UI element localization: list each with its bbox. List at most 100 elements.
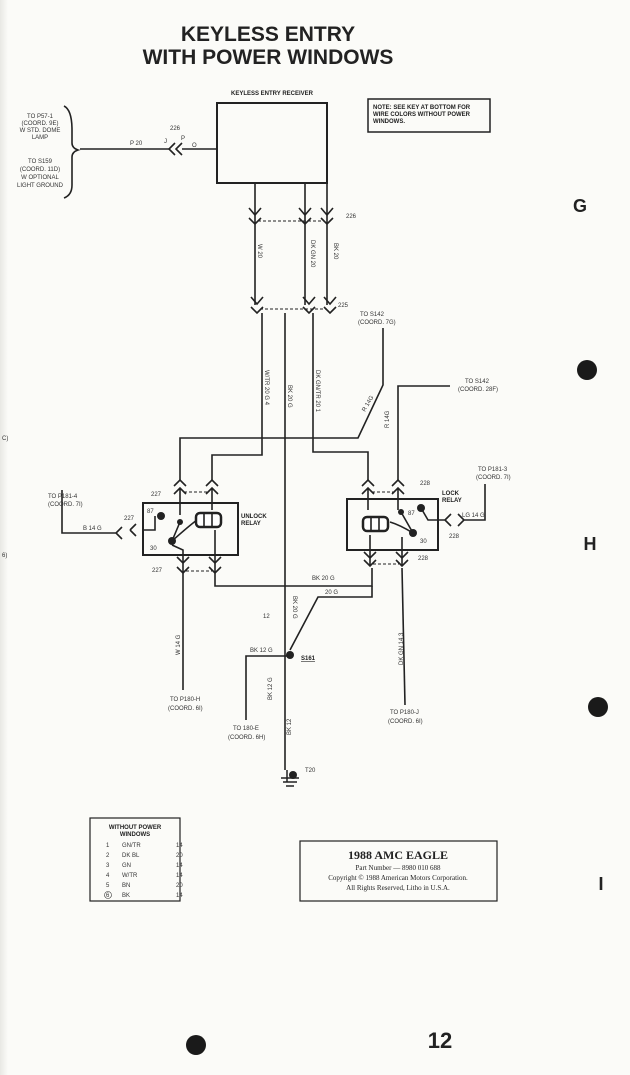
ref-s142-7g: (COORD. 7G)	[358, 320, 396, 326]
svg-text:14: 14	[176, 873, 183, 879]
svg-text:W/TR: W/TR	[122, 873, 138, 879]
unlock-relay-label: UNLOCK	[241, 514, 267, 520]
connector-label: 227	[151, 492, 162, 498]
svg-text:BK: BK	[122, 893, 130, 899]
brace	[63, 105, 81, 199]
svg-text:DK BL: DK BL	[122, 853, 140, 859]
ref-180-e: (COORD. 6H)	[228, 735, 265, 741]
wire-label: W 14 G	[176, 634, 182, 655]
note-box	[367, 98, 491, 133]
left-references: TO P57-1 (COORD. 9E) W STD. DOME LAMP TO…	[17, 114, 64, 189]
wire-label: W/TR 20 G 4	[263, 370, 269, 406]
ref-p180-h: (COORD. 6I)	[168, 706, 203, 712]
grid-letter-i: I	[598, 874, 603, 894]
grid-letter-h: H	[584, 534, 597, 554]
unlock-relay-label: RELAY	[241, 521, 261, 527]
wire-label: LG 14 G	[462, 513, 485, 519]
connector-label: 228	[420, 481, 431, 487]
note-line: WIRE COLORS WITHOUT POWER	[373, 112, 471, 118]
svg-text:TO S159: TO S159	[28, 159, 53, 165]
ref-s142-28f: TO S142	[465, 379, 490, 385]
wire-label: 12	[263, 614, 270, 620]
wire-label: BK 20 G	[312, 576, 335, 582]
keyless-entry-receiver	[216, 102, 328, 184]
ref-p181-3: TO P181-3	[478, 467, 508, 473]
lock-relay-label: LOCK	[442, 491, 460, 497]
svg-text:W STD. DOME: W STD. DOME	[20, 128, 61, 134]
svg-text:BN: BN	[122, 883, 130, 889]
ref-180-e: TO 180-E	[233, 726, 259, 732]
svg-text:WITHOUT POWER: WITHOUT POWER	[109, 825, 162, 831]
lock-relay-label: RELAY	[442, 498, 462, 504]
svg-text:TO P57-1: TO P57-1	[27, 114, 54, 120]
grid-letter-g: G	[573, 196, 587, 216]
svg-text:LIGHT GROUND: LIGHT GROUND	[17, 183, 64, 189]
wire-label: BK 12 G	[268, 677, 274, 700]
page-number: 12	[428, 1028, 452, 1053]
wire-label: DK GN/TR 20 1	[314, 370, 320, 413]
svg-text:14: 14	[176, 893, 183, 899]
svg-text:Part Number — 8980 010 688: Part Number — 8980 010 688	[356, 864, 441, 872]
mid-wires	[179, 313, 450, 770]
connector-label: 227	[152, 568, 163, 574]
connector-label: 228	[449, 534, 460, 540]
svg-text:20: 20	[176, 853, 183, 859]
pin-label: J	[164, 139, 167, 145]
pin-87-label: 87	[147, 509, 154, 515]
wire-label: BK 20	[332, 243, 338, 260]
connector-label: 227	[124, 516, 135, 522]
receiver-label: KEYLESS ENTRY RECEIVER	[231, 91, 314, 97]
edge-fragment: C)	[2, 436, 8, 442]
binder-hole-dot	[588, 697, 608, 717]
page-binding-shadow	[0, 0, 8, 1075]
svg-text:LAMP: LAMP	[32, 135, 48, 141]
ref-p181-4: TO P181-4	[48, 494, 78, 500]
note-line: NOTE: SEE KEY AT BOTTOM FOR	[373, 105, 471, 111]
svg-text:All Rights Reserved, Litho in: All Rights Reserved, Litho in U.S.A.	[346, 884, 450, 892]
unlock-relay	[61, 478, 239, 575]
title-line-2: WITH POWER WINDOWS	[143, 46, 394, 69]
wire-label: DK GN 14 3	[399, 632, 405, 665]
svg-text:W OPTIONAL: W OPTIONAL	[21, 175, 59, 181]
svg-text:Copyright © 1988 American Moto: Copyright © 1988 American Motors Corpora…	[328, 874, 468, 882]
pin-87-label: 87	[408, 511, 415, 517]
svg-text:(COORD. 9E): (COORD. 9E)	[21, 121, 58, 127]
connector-label: 225	[338, 303, 349, 309]
pin-label: O	[192, 143, 197, 149]
wire-label: B 14 G	[83, 526, 102, 532]
svg-text:1988 AMC EAGLE: 1988 AMC EAGLE	[348, 848, 448, 862]
copyright-box: 1988 AMC EAGLE Part Number — 8980 010 68…	[299, 840, 498, 902]
wire-label: BK 20 G	[291, 596, 297, 619]
ref-p180-j: (COORD. 6I)	[388, 719, 423, 725]
connector-label: 228	[418, 556, 429, 562]
pin-30-label: 30	[150, 546, 157, 552]
ref-p180-h: TO P180-H	[170, 697, 200, 703]
ref-p180-j: TO P180-J	[390, 710, 419, 716]
binder-hole-dot	[186, 1035, 206, 1055]
pin-label: P	[181, 136, 185, 142]
connector-label: 226	[170, 126, 181, 132]
svg-text:WINDOWS: WINDOWS	[120, 832, 150, 838]
svg-text:(COORD. 11D): (COORD. 11D)	[20, 167, 60, 173]
svg-text:20: 20	[176, 883, 183, 889]
binder-hole-dot	[577, 360, 597, 380]
svg-text:6: 6	[106, 893, 110, 899]
svg-text:14: 14	[176, 863, 183, 869]
svg-text:2: 2	[106, 853, 110, 859]
lower-wires	[182, 567, 406, 787]
ref-p181-4: (COORD. 7I)	[48, 502, 83, 508]
svg-text:1: 1	[106, 843, 110, 849]
wire-label: BK 20 G	[286, 385, 292, 408]
wire-label: P 20	[130, 141, 143, 147]
ref-s142-28f: (COORD. 28F)	[458, 387, 498, 393]
svg-text:GN/TR: GN/TR	[122, 843, 141, 849]
wire-label: DK GN 20	[309, 240, 315, 268]
svg-text:3: 3	[106, 863, 110, 869]
svg-text:GN: GN	[122, 863, 131, 869]
note-line: WINDOWS.	[373, 119, 405, 125]
connector-226-pin6	[167, 142, 217, 156]
wire-label: 20 G	[325, 590, 338, 596]
ref-p181-3: (COORD. 7I)	[476, 475, 511, 481]
splice-s161-label: S161	[301, 656, 316, 662]
